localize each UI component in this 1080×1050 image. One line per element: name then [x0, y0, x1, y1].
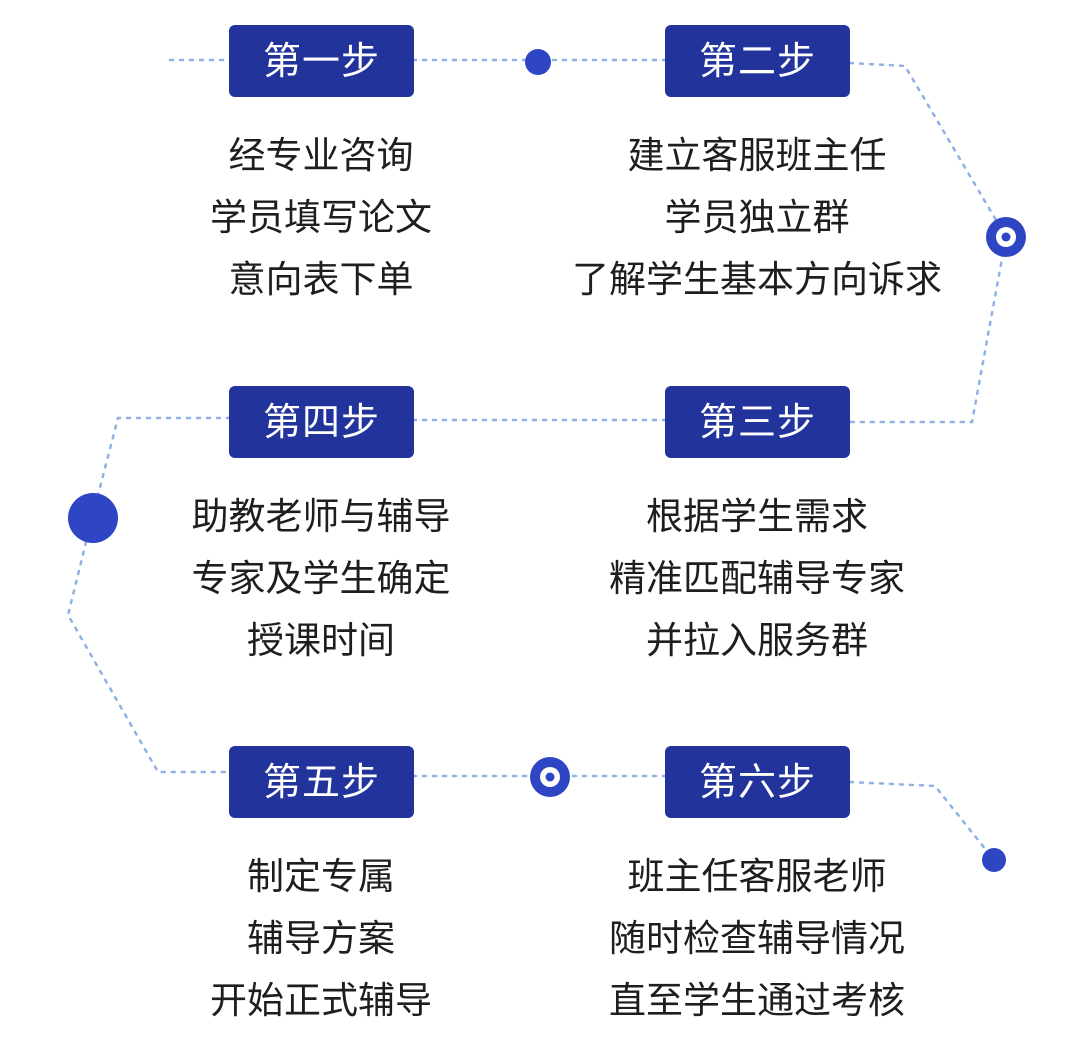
step-2-description: 建立客服班主任 学员独立群 了解学生基本方向诉求	[547, 125, 967, 311]
step-6-line-2: 随时检查辅导情况	[609, 917, 905, 960]
step-5-line-2: 辅导方案	[247, 917, 395, 960]
step-1-line-3: 意向表下单	[228, 258, 414, 301]
step-1-description: 经专业咨询 学员填写论文 意向表下单	[111, 125, 531, 311]
step-2-line-1: 建立客服班主任	[627, 134, 887, 177]
step-6-box: 第六步	[665, 746, 850, 818]
step-5-description: 制定专属 辅导方案 开始正式辅导	[111, 846, 531, 1032]
step-1-line-2: 学员填写论文	[210, 196, 432, 239]
step-5-line-3: 开始正式辅导	[210, 979, 432, 1022]
node-dot-end	[982, 848, 1006, 872]
node-dot-1	[525, 49, 551, 75]
step-4-line-1: 助教老师与辅导	[191, 495, 451, 538]
step-2-box: 第二步	[665, 25, 850, 97]
step-2-line-2: 学员独立群	[664, 196, 850, 239]
connector-left	[66, 416, 232, 774]
step-1-line-1: 经专业咨询	[228, 134, 414, 177]
step-3-line-1: 根据学生需求	[646, 495, 868, 538]
step-6-line-1: 班主任客服老师	[627, 855, 887, 898]
node-ring-2	[530, 757, 570, 797]
step-6-description: 班主任客服老师 随时检查辅导情况 直至学生通过考核	[547, 846, 967, 1032]
node-ring-1	[986, 217, 1026, 257]
step-4-line-2: 专家及学生确定	[191, 557, 451, 600]
step-4-description: 助教老师与辅导 专家及学生确定 授课时间	[111, 486, 531, 672]
step-3-description: 根据学生需求 精准匹配辅导专家 并拉入服务群	[547, 486, 967, 672]
step-2-line-3: 了解学生基本方向诉求	[572, 258, 942, 301]
step-5-box: 第五步	[229, 746, 414, 818]
step-3-box: 第三步	[665, 386, 850, 458]
step-5-line-1: 制定专属	[247, 855, 395, 898]
step-1-box: 第一步	[229, 25, 414, 97]
step-4-box: 第四步	[229, 386, 414, 458]
step-3-line-2: 精准匹配辅导专家	[609, 557, 905, 600]
node-dot-large	[68, 493, 118, 543]
step-4-line-3: 授课时间	[247, 619, 395, 662]
step-6-line-3: 直至学生通过考核	[609, 979, 905, 1022]
step-3-line-3: 并拉入服务群	[646, 619, 868, 662]
